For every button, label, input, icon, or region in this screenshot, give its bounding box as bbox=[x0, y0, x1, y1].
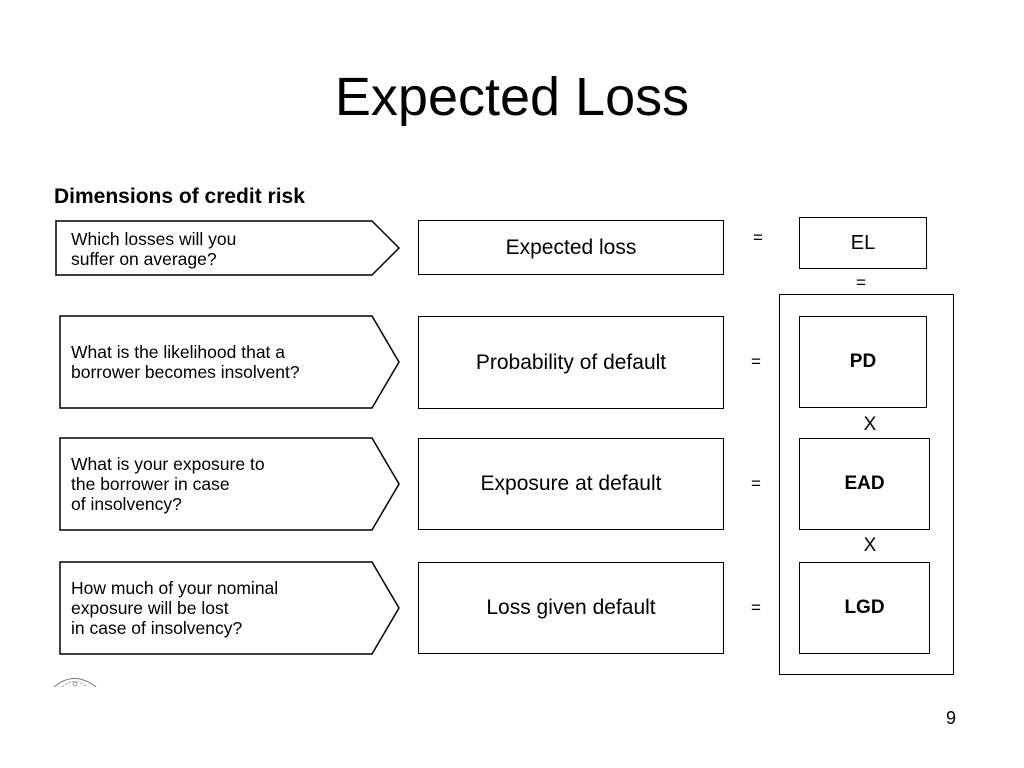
dimension-box-pd: Probability of default bbox=[418, 316, 724, 409]
diagram-subtitle: Dimensions of credit risk bbox=[54, 185, 305, 208]
symbol-box-el: EL bbox=[799, 217, 927, 269]
symbol-pd: PD bbox=[849, 351, 877, 372]
dimension-label-pd: Probability of default bbox=[475, 350, 667, 374]
question-arrow-ead bbox=[59, 437, 400, 531]
seal-logo-icon bbox=[53, 678, 97, 688]
dimension-label-el: Expected loss bbox=[505, 235, 637, 259]
question-ead: What is your exposure to the borrower in… bbox=[71, 454, 265, 514]
dimension-box-el: Expected loss bbox=[418, 220, 724, 275]
multiply-sign-pd-ead: X bbox=[863, 414, 877, 435]
question-pd: What is the likelihood that a borrower b… bbox=[71, 342, 300, 382]
equals-sign-el: = bbox=[753, 228, 763, 247]
dimension-label-lgd: Loss given default bbox=[486, 596, 656, 619]
dimension-label-ead: Exposure at default bbox=[480, 472, 662, 495]
slide-title: Expected Loss bbox=[334, 67, 690, 127]
symbol-el: EL bbox=[850, 231, 876, 254]
question-el: Which losses will you suffer on average? bbox=[71, 229, 237, 269]
equals-sign-lgd: = bbox=[751, 598, 761, 617]
formula-group-frame bbox=[779, 294, 954, 675]
symbol-ead: EAD bbox=[844, 473, 885, 494]
question-arrow-el bbox=[55, 220, 401, 276]
symbol-box-lgd: LGD bbox=[799, 562, 930, 654]
dimension-box-ead: Exposure at default bbox=[418, 438, 724, 530]
equals-sign-ead: = bbox=[751, 474, 761, 493]
dimension-box-lgd: Loss given default bbox=[418, 562, 724, 654]
symbol-lgd: LGD bbox=[844, 597, 885, 618]
symbol-box-ead: EAD bbox=[799, 438, 930, 530]
symbol-box-pd: PD bbox=[799, 316, 927, 408]
equals-sign-pd: = bbox=[751, 352, 761, 371]
question-lgd: How much of your nominal exposure will b… bbox=[71, 578, 279, 638]
question-arrow-lgd bbox=[59, 561, 400, 655]
multiply-sign-ead-lgd: X bbox=[863, 535, 877, 556]
equals-sign-el-group: = bbox=[856, 273, 866, 292]
page-number: 9 bbox=[946, 708, 957, 728]
question-arrow-pd bbox=[59, 315, 400, 409]
